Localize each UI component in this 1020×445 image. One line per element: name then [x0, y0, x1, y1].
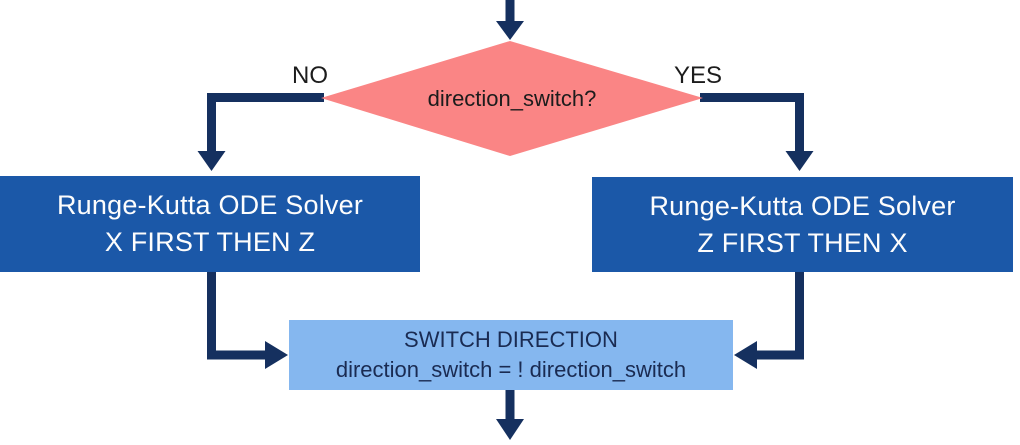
arrow-line — [207, 272, 266, 360]
switch-box-line2: direction_switch = ! direction_switch — [335, 357, 687, 382]
branch-label-yes: YES — [673, 62, 723, 89]
arrow-no-branch — [197, 93, 324, 171]
arrow-right-to-switch — [734, 272, 804, 369]
arrowhead-down-icon — [496, 21, 524, 40]
switch-box-line1: SWITCH DIRECTION — [404, 327, 618, 352]
process-box-z-first-then-x: Runge-Kutta ODE Solver Z FIRST THEN X — [592, 177, 1013, 272]
decision-diamond — [321, 41, 703, 156]
arrowhead-right-icon — [265, 341, 288, 369]
process-box-line2: X FIRST THEN Z — [104, 227, 316, 257]
arrow-line — [207, 93, 324, 153]
arrowhead-left-icon — [734, 341, 757, 369]
arrowhead-down-icon — [197, 151, 226, 171]
arrowhead-down-icon — [785, 151, 814, 171]
arrow-into-decision — [496, 0, 524, 40]
arrow-left-to-switch — [207, 272, 288, 369]
arrowhead-down-icon — [496, 419, 524, 440]
arrow-yes-branch — [700, 93, 814, 171]
process-box-line1: Runge-Kutta ODE Solver — [56, 190, 364, 220]
process-box-line1: Runge-Kutta ODE Solver — [649, 190, 956, 221]
process-box-line2: Z FIRST THEN X — [697, 227, 908, 258]
arrow-exit-bottom — [496, 390, 524, 440]
branch-label-no: NO — [292, 62, 328, 89]
arrow-line — [757, 272, 804, 360]
arrow-line — [700, 93, 804, 153]
process-box-x-first-then-z: Runge-Kutta ODE Solver X FIRST THEN Z — [0, 176, 420, 272]
decision-label: direction_switch? — [427, 86, 597, 111]
process-box-switch-direction: SWITCH DIRECTION direction_switch = ! di… — [289, 320, 733, 390]
